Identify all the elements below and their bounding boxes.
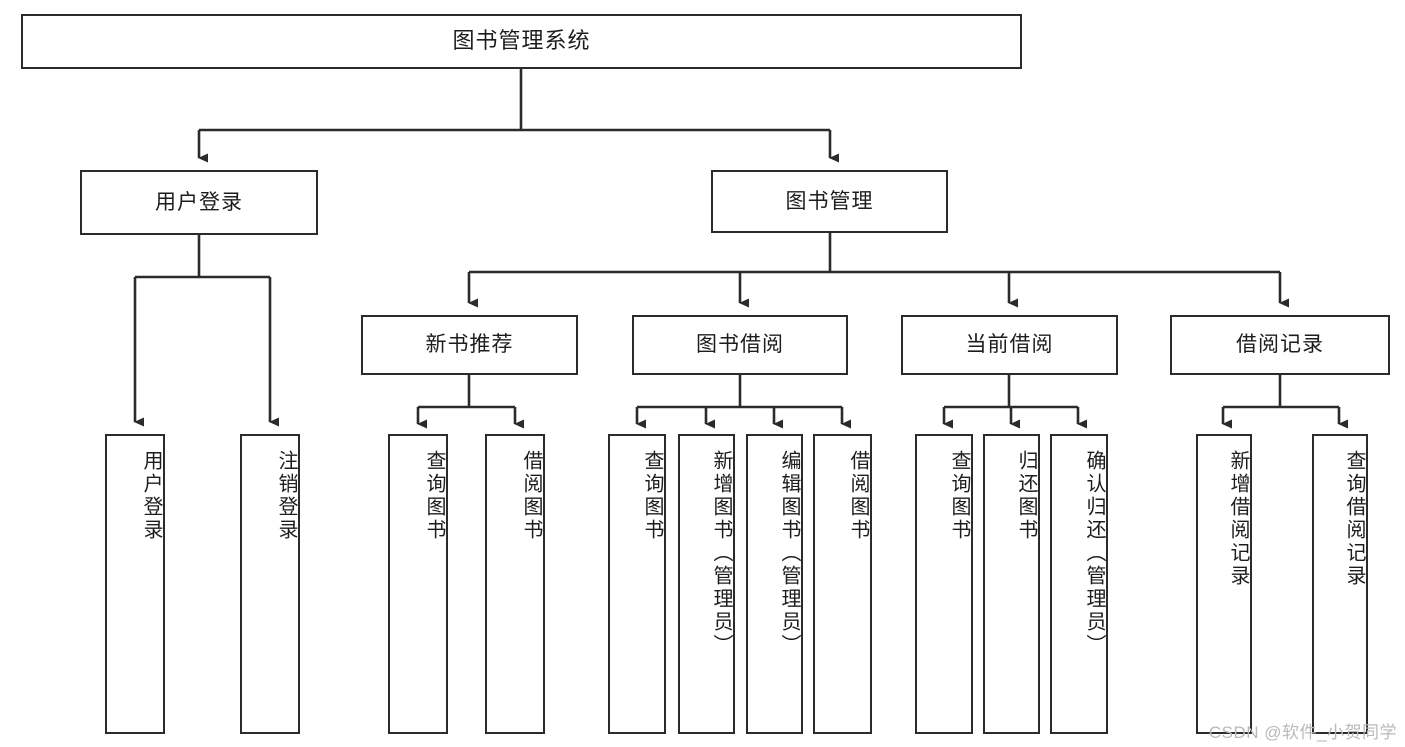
node-book-management[interactable]: 图书管理 — [711, 170, 948, 233]
node-label: 新增借阅记录 — [1227, 450, 1249, 588]
node-label: 新增图书（管理员） — [710, 450, 732, 657]
node-label: 当前借阅 — [965, 333, 1054, 357]
node-label: 用户登录 — [155, 190, 243, 214]
leaf-add-book-admin[interactable]: 新增图书（管理员） — [678, 434, 735, 734]
leaf-borrow-query-book[interactable]: 查询图书 — [608, 434, 666, 734]
csdn-watermark: CSDN @软件_小贺同学 — [1208, 723, 1397, 742]
node-label: 用户登录 — [140, 450, 162, 542]
node-label: 查询图书 — [948, 450, 970, 542]
leaf-query-borrow-record[interactable]: 查询借阅记录 — [1312, 434, 1368, 734]
leaf-edit-book-admin[interactable]: 编辑图书（管理员） — [746, 434, 803, 734]
node-label: 查询借阅记录 — [1343, 450, 1365, 588]
node-new-book-recommend[interactable]: 新书推荐 — [361, 315, 578, 375]
leaf-confirm-return-admin[interactable]: 确认归还（管理员） — [1050, 434, 1108, 734]
node-borrow-record[interactable]: 借阅记录 — [1170, 315, 1390, 375]
leaf-logout[interactable]: 注销登录 — [240, 434, 300, 734]
node-label: 图书管理系统 — [452, 28, 591, 54]
node-book-borrow[interactable]: 图书借阅 — [632, 315, 848, 375]
node-current-borrow[interactable]: 当前借阅 — [901, 315, 1118, 375]
leaf-borrow-book[interactable]: 借阅图书 — [813, 434, 872, 734]
node-label: 查询图书 — [423, 450, 445, 542]
leaf-return-book[interactable]: 归还图书 — [983, 434, 1040, 734]
node-label: 确认归还（管理员） — [1083, 450, 1105, 657]
node-label: 借阅记录 — [1236, 333, 1324, 357]
node-label: 归还图书 — [1015, 450, 1037, 542]
leaf-current-query-book[interactable]: 查询图书 — [915, 434, 973, 734]
leaf-new-book-borrow[interactable]: 借阅图书 — [485, 434, 545, 734]
node-user-login[interactable]: 用户登录 — [80, 170, 318, 235]
node-label: 新书推荐 — [425, 333, 514, 357]
node-label: 注销登录 — [275, 450, 297, 542]
node-root-system[interactable]: 图书管理系统 — [21, 14, 1022, 69]
leaf-add-borrow-record[interactable]: 新增借阅记录 — [1196, 434, 1252, 734]
leaf-new-book-query[interactable]: 查询图书 — [388, 434, 448, 734]
node-label: 图书借阅 — [696, 333, 784, 357]
leaf-user-login[interactable]: 用户登录 — [105, 434, 165, 734]
node-label: 查询图书 — [641, 450, 663, 542]
node-label: 借阅图书 — [847, 450, 869, 542]
node-label: 编辑图书（管理员） — [778, 450, 800, 657]
node-label: 借阅图书 — [520, 450, 542, 542]
node-label: 图书管理 — [785, 189, 874, 213]
